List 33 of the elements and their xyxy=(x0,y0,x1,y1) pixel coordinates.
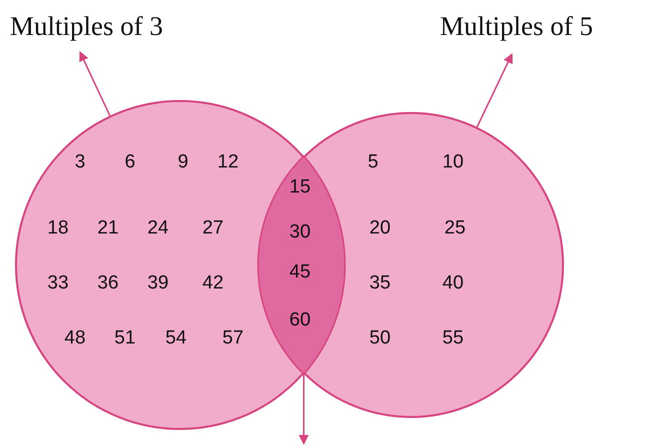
number-label: 40 xyxy=(442,274,464,292)
arrow xyxy=(476,53,513,128)
number-label: 39 xyxy=(147,274,169,292)
number-label: 51 xyxy=(114,328,136,348)
number-label: 10 xyxy=(442,152,464,172)
number-label: 9 xyxy=(178,152,188,172)
number-label: 3 xyxy=(74,152,86,172)
number-label: 45 xyxy=(289,262,311,282)
number-label: 15 xyxy=(289,177,311,196)
number-label: 57 xyxy=(222,328,244,348)
number-label: 36 xyxy=(97,274,119,292)
arrow xyxy=(298,374,309,445)
number-label: 35 xyxy=(369,274,391,292)
set-heading: Multiples of 5 xyxy=(440,12,593,42)
number-label: 12 xyxy=(217,152,239,172)
number-label: 6 xyxy=(124,152,136,172)
number-label: 54 xyxy=(165,328,187,348)
arrow xyxy=(79,51,111,116)
number-label: 42 xyxy=(202,274,224,292)
number-label: 18 xyxy=(47,218,69,238)
number-label: 30 xyxy=(289,222,311,242)
number-label: 27 xyxy=(202,218,224,238)
number-label: 20 xyxy=(369,218,391,238)
number-label: 21 xyxy=(97,218,119,238)
number-label: 33 xyxy=(47,274,69,292)
number-label: 48 xyxy=(64,328,86,348)
number-label: 25 xyxy=(444,218,466,238)
number-label: 5 xyxy=(368,152,378,172)
number-label: 60 xyxy=(289,310,311,330)
number-label: 24 xyxy=(147,218,169,238)
number-label: 55 xyxy=(442,328,464,348)
set-heading: Multiples of 3 xyxy=(10,12,163,42)
number-label: 50 xyxy=(369,328,391,348)
